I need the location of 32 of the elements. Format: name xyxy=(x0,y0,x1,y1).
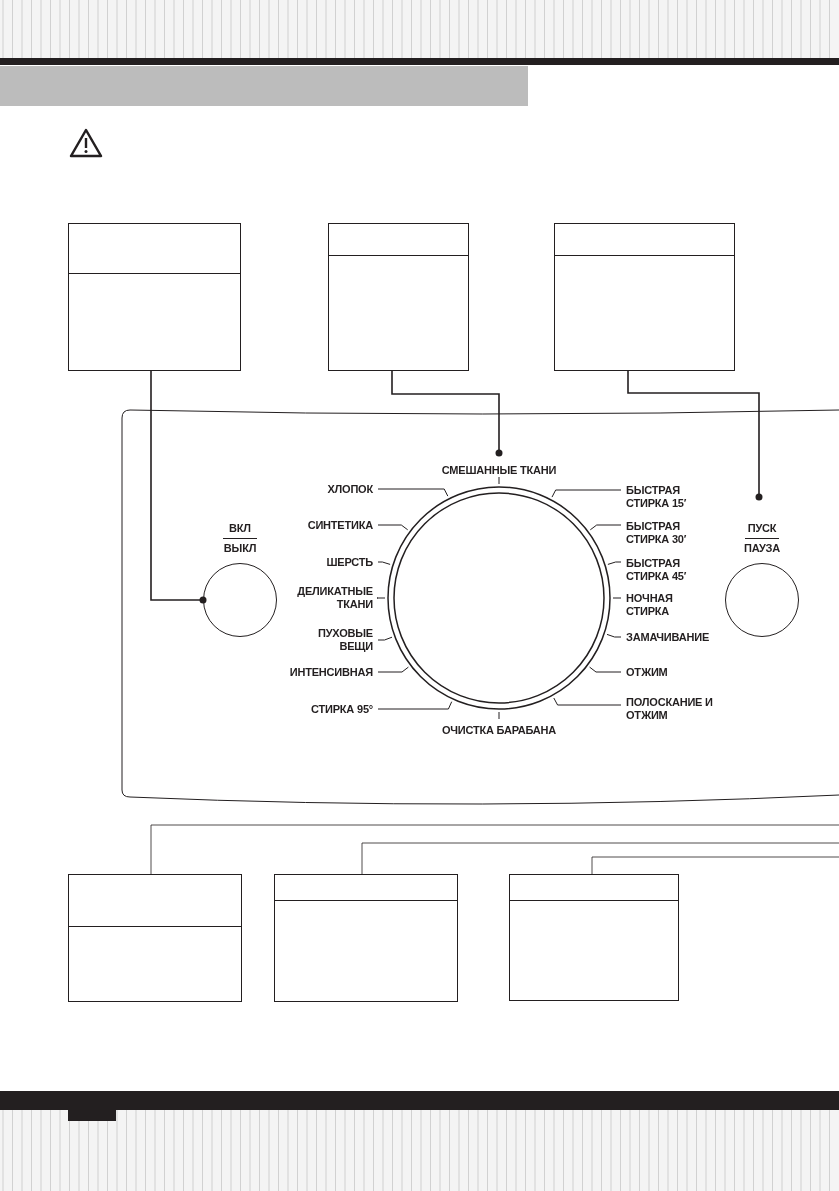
leader-line xyxy=(361,842,839,875)
program-label: ОТЖИМ xyxy=(626,665,669,679)
program-label: ШЕРСТЬ xyxy=(325,555,373,569)
callout-box xyxy=(274,874,458,1002)
program-label: ОЧИСТКА БАРАБАНА xyxy=(440,723,558,737)
callout-box xyxy=(68,874,242,1002)
button-label: ВЫКЛ xyxy=(222,542,258,555)
program-label: ДЕЛИКАТНЫЕ ТКАНИ xyxy=(296,585,373,611)
program-label: БЫСТРАЯ СТИРКА 45′ xyxy=(626,557,688,583)
button-label: ВКЛ xyxy=(228,522,252,535)
leader-line xyxy=(391,370,503,457)
program-label: СТИРКА 95° xyxy=(310,702,373,716)
program-label: СМЕШАННЫЕ ТКАНИ xyxy=(440,463,558,477)
program-label: ПУХОВЫЕ ВЕЩИ xyxy=(317,627,373,653)
program-label: БЫСТРАЯ СТИРКА 15′ xyxy=(626,484,688,510)
callout-box xyxy=(509,874,679,1001)
callout-box xyxy=(554,223,735,371)
leader-line xyxy=(150,370,207,604)
leader-line xyxy=(627,370,763,501)
program-label: ИНТЕНСИВНАЯ xyxy=(288,665,373,679)
leader-line xyxy=(591,856,839,875)
program-label: СИНТЕТИКА xyxy=(306,518,373,532)
button-label: ПАУЗА xyxy=(742,542,782,555)
program-label: ЗАМАЧИВАНИЕ xyxy=(626,630,711,644)
callout-box xyxy=(328,223,469,371)
program-label: ПОЛОСКАНИЕ И ОТЖИМ xyxy=(626,696,714,722)
callout-box xyxy=(68,223,241,371)
leader-line xyxy=(150,824,839,875)
button-label: ПУСК xyxy=(746,522,778,535)
program-label: БЫСТРАЯ СТИРКА 30′ xyxy=(626,520,688,546)
program-label: ХЛОПОК xyxy=(326,482,373,496)
program-label: НОЧНАЯ СТИРКА xyxy=(626,592,674,618)
